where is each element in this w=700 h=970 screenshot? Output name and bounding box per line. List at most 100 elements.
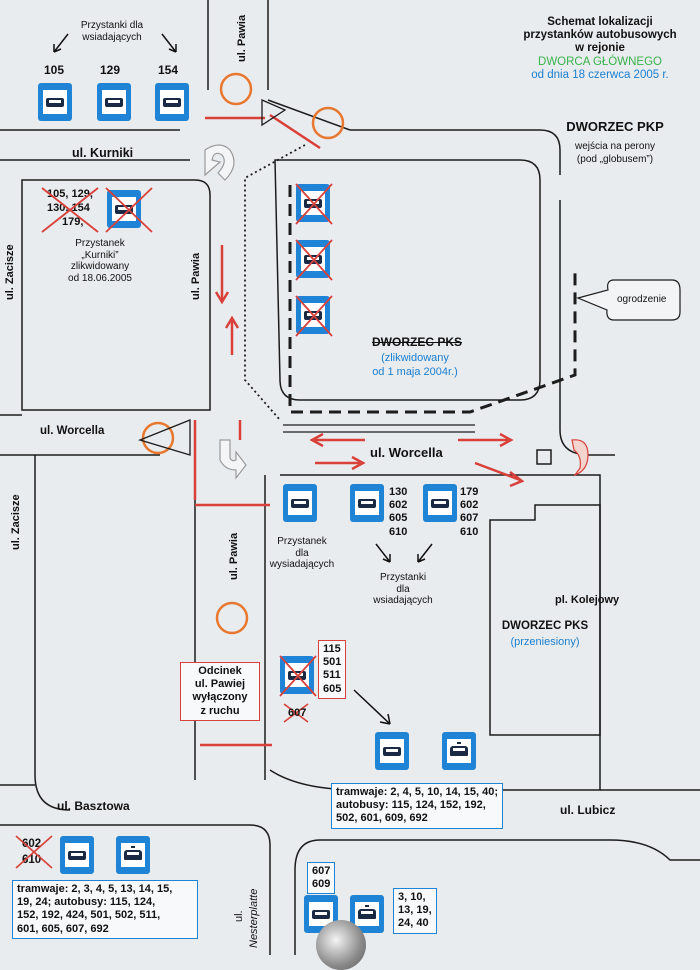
closed-line-2: ul. Pawiej bbox=[194, 678, 246, 691]
nesterplatte-bus-lines: 607 609 bbox=[307, 862, 336, 895]
tram-line-1: 3, 10, bbox=[398, 891, 426, 903]
bus-stop-sign-removed bbox=[107, 190, 141, 228]
street-kurniki: ul. Kurniki bbox=[72, 146, 134, 160]
pks-new-note: (przeniesiony) bbox=[510, 636, 580, 648]
bus-icon bbox=[105, 97, 123, 107]
street-worcella-left: ul. Worcella bbox=[40, 425, 105, 437]
pkp-heading: DWORZEC PKP bbox=[566, 119, 664, 134]
bus-icon bbox=[312, 909, 330, 919]
pkp-sub-2: (pod „globusem”) bbox=[576, 154, 654, 165]
bus-stop-sign bbox=[375, 732, 409, 770]
lubicz-line-1: tramwaje: 2, 4, 5, 10, 14, 15, 40; bbox=[336, 786, 499, 798]
bus-stop-sign bbox=[60, 836, 94, 874]
street-basztowa: ul. Basztowa bbox=[57, 799, 130, 813]
tram-line-2: 13, 19, bbox=[398, 904, 432, 917]
kurniki-label-2: „Kurniki” bbox=[81, 249, 119, 261]
bus-stop-sign bbox=[423, 484, 457, 522]
line-number: 130 bbox=[389, 486, 408, 498]
bus-icon bbox=[431, 498, 449, 508]
street-zacisze-low: ul. Zacisze bbox=[10, 494, 22, 550]
bus-icon bbox=[383, 746, 401, 756]
top-stop-line-1: 105 bbox=[44, 63, 65, 77]
basztowa-lines-box: tramwaje: 2, 3, 4, 5, 13, 14, 15, 19, 24… bbox=[12, 880, 198, 939]
pks-new-heading: DWORZEC PKS bbox=[501, 620, 589, 632]
line-number: 115 bbox=[323, 643, 341, 655]
top-stops-label-1: Przystanki dla bbox=[80, 20, 144, 31]
top-stop-line-3: 154 bbox=[158, 63, 179, 77]
closed-section-notice: Odcinek ul. Pawiej wyłączony z ruchu bbox=[180, 662, 260, 721]
title-line-1: Schemat lokalizacji bbox=[547, 16, 653, 28]
alighting-label-2: dla bbox=[295, 547, 309, 559]
bus-icon bbox=[115, 204, 133, 214]
bus-icon bbox=[163, 97, 181, 107]
stop-lines-group-1: 130 602 605 610 bbox=[389, 486, 407, 539]
street-nesterplatte-b: Nesterplatte bbox=[248, 888, 260, 948]
basztowa-line-2: 19, 24; autobusy: 115, 124, bbox=[17, 896, 156, 909]
line-number: 179 bbox=[460, 486, 479, 498]
line-number: 605 bbox=[389, 512, 408, 525]
closed-line-1: Odcinek bbox=[198, 665, 242, 677]
top-stop-line-2: 129 bbox=[100, 63, 121, 77]
basztowa-line-4: 601, 605, 607, 692 bbox=[17, 922, 109, 935]
kurniki-label: Przystanek „Kurniki” zlikwidowany od 18.… bbox=[40, 238, 160, 284]
street-pawia-low: ul. Pawia bbox=[228, 532, 240, 580]
pks-old-heading: DWORZEC PKS bbox=[372, 335, 462, 349]
street-zacisze-top: ul. Zacisze bbox=[4, 244, 16, 300]
lubicz-lines-box: tramwaje: 2, 4, 5, 10, 14, 15, 40; autob… bbox=[331, 783, 504, 829]
bus-stop-sign bbox=[97, 83, 131, 121]
title-line-2: przystanków autobusowych bbox=[523, 29, 677, 42]
moved-stop-lines: 115 501 511 605 bbox=[318, 640, 347, 699]
bus-icon bbox=[291, 498, 309, 508]
boarding-label-2: dla bbox=[396, 583, 410, 595]
alighting-stop-label: Przystanek dla wysiadających bbox=[262, 536, 342, 571]
tram-icon bbox=[358, 905, 376, 919]
tram-icon bbox=[450, 742, 468, 756]
basztowa-line-3: 152, 192, 424, 501, 502, 511, bbox=[17, 909, 161, 922]
line-number: 511 bbox=[323, 669, 341, 682]
title-line-4: DWORCA GŁÓWNEGO bbox=[538, 55, 662, 68]
bus-icon bbox=[46, 97, 64, 107]
closed-line-3: wyłączony bbox=[192, 691, 248, 704]
kurniki-label-4: od 18.06.2005 bbox=[68, 272, 132, 284]
alighting-label-3: wysiadających bbox=[269, 559, 335, 570]
crossed-line-602: 602 bbox=[22, 838, 42, 850]
line-number: 602 bbox=[389, 499, 408, 512]
tram-line-3: 24, 40 bbox=[398, 917, 429, 930]
nesterplatte-tram-lines: 3, 10, 13, 19, 24, 40 bbox=[393, 888, 437, 934]
bus-stop-sign bbox=[283, 484, 317, 522]
bus-icon bbox=[358, 498, 376, 508]
crossed-line-610: 610 bbox=[22, 854, 42, 866]
cross-mark-icon bbox=[279, 655, 317, 723]
top-stops-arrows bbox=[53, 33, 177, 53]
alighting-label-1: Przystanek bbox=[277, 536, 327, 547]
street-lubicz: ul. Lubicz bbox=[560, 803, 616, 817]
boarding-label-3: wsiadających bbox=[373, 595, 433, 606]
line-number: 607 bbox=[312, 865, 331, 877]
title-line-5: od dnia 18 czerwca 2005 r. bbox=[531, 68, 669, 81]
cross-mark-icon bbox=[295, 183, 333, 337]
crossed-line-607: 607 bbox=[288, 707, 307, 719]
tram-icon bbox=[124, 846, 142, 860]
top-stops-label-2: wsiadających bbox=[82, 32, 142, 43]
street-pawia-top: ul. Pawia bbox=[236, 14, 248, 62]
tram-stop-sign bbox=[116, 836, 150, 874]
kurniki-lines-3: 179, bbox=[62, 216, 84, 228]
stop-lines-group-2: 179 602 607 610 bbox=[460, 486, 478, 539]
boarding-label-1: Przystanki bbox=[379, 572, 427, 583]
street-pawia-mid: ul. Pawia bbox=[190, 252, 202, 300]
mounting-bolt bbox=[316, 920, 366, 970]
boarding-stop-label: Przystanki dla wsiadających bbox=[358, 572, 448, 607]
pks-old-note-1: (zlikwidowany bbox=[381, 352, 449, 364]
title-line-3: w rejonie bbox=[575, 42, 625, 55]
line-number: 610 bbox=[389, 525, 408, 538]
lubicz-line-3: 502, 601, 609, 692 bbox=[336, 812, 428, 825]
cross-mark-icon bbox=[41, 187, 153, 233]
fence-label: ogrodzenie bbox=[617, 294, 667, 305]
place-kolejowy: pl. Kolejowy bbox=[555, 594, 620, 606]
boarding-arrows bbox=[375, 543, 433, 563]
line-number: 605 bbox=[323, 682, 342, 695]
moved-stop-arrow bbox=[353, 689, 391, 725]
line-number: 602 bbox=[460, 499, 479, 512]
street-nesterplatte-a: ul. bbox=[233, 910, 245, 922]
